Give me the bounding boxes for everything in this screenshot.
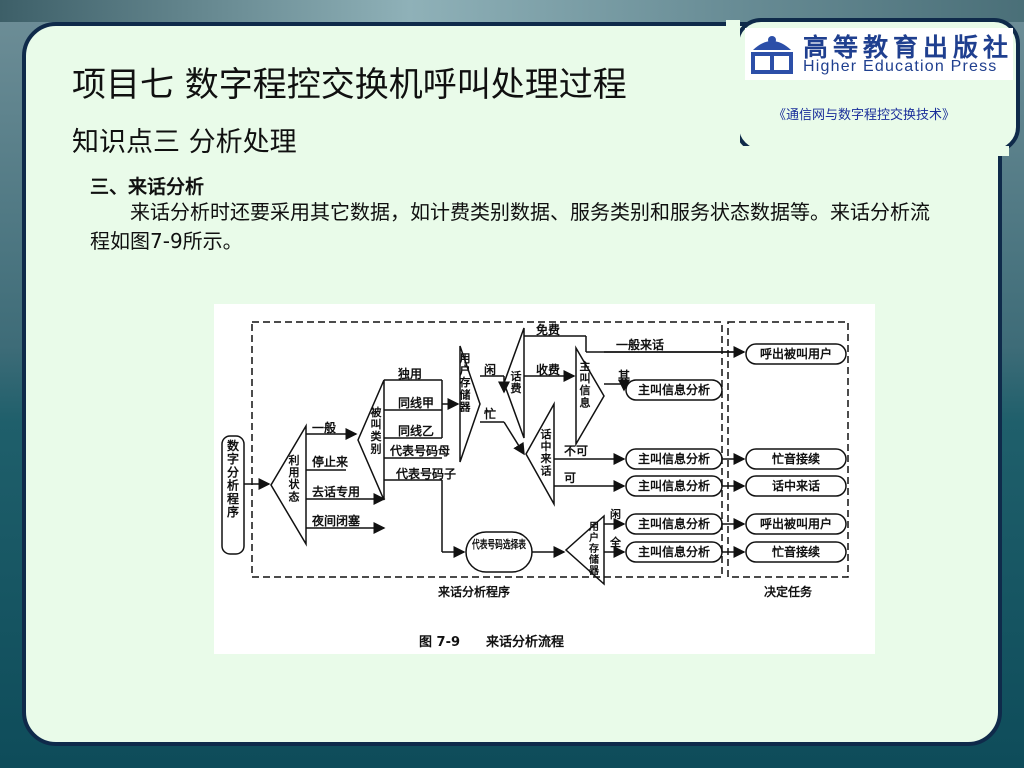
- t5-out-1: 其: [618, 368, 630, 383]
- t4-out-1: 收费: [536, 362, 560, 377]
- book-title: 《通信网与数字程控交换技术》: [773, 108, 956, 123]
- t2-out-0: 独用: [397, 366, 422, 381]
- body-paragraph: 来话分析时还要采用其它数据，如计费类别数据、服务类别和服务状态数据等。来话分析流…: [90, 200, 930, 253]
- slide-title: 项目七 数字程控交换机呼叫处理过程: [72, 65, 627, 105]
- t6-out-1: 可: [564, 471, 576, 485]
- task-label: 忙音接续: [772, 544, 820, 559]
- publisher-logo: 高等教育出版社 Higher Education Press: [745, 28, 1013, 80]
- t1-out-1: 停止来: [312, 454, 349, 469]
- t6-out-0: 不可: [564, 444, 588, 458]
- publisher-emblem-icon: [751, 36, 793, 74]
- triangle-user-store-1: [459, 345, 481, 463]
- task-label: 话中来话: [772, 478, 820, 493]
- analysis-box-label: 主叫信息分析: [638, 478, 710, 493]
- analysis-region-frame: [251, 321, 723, 578]
- t1-out-3: 夜间闭塞: [311, 513, 361, 528]
- t6-label: 话中来话: [540, 427, 553, 477]
- task-label: 呼出被叫用户: [760, 346, 832, 361]
- start-box: [221, 435, 245, 555]
- figure-caption-text: 来话分析流程: [485, 634, 564, 650]
- t4-out-0: 免费: [536, 322, 560, 337]
- t7-label: 用户存储器: [588, 521, 600, 577]
- slide-subtitle: 知识点三 分析处理: [72, 127, 297, 158]
- t3-label: 用户存储器: [459, 352, 472, 413]
- region-left-label: 来话分析程序: [437, 584, 510, 599]
- triangle-user-store-2: [564, 514, 605, 586]
- rep-table-label: 代表号码选择表: [471, 537, 526, 551]
- analysis-box-label: 主叫信息分析: [638, 544, 710, 559]
- t5-out-0: 一般来话: [616, 337, 664, 352]
- t2-out-1: 同线甲: [398, 395, 434, 410]
- t2-out-4: 代表号码子: [395, 466, 456, 481]
- triangle-fee: [503, 327, 525, 439]
- t7-out-0: 闲: [610, 507, 621, 521]
- flowchart: 数字分析程序 利用状态 被叫类别 用户存储器 话费 主叫信息 话中来话 用户存储…: [221, 321, 849, 650]
- analysis-box-label: 主叫信息分析: [638, 382, 710, 397]
- analysis-box-label: 主叫信息分析: [638, 451, 710, 466]
- publisher-name-cn: 高等教育出版社: [803, 33, 1014, 62]
- t7-out-1: 全: [609, 535, 622, 549]
- t2-out-3: 代表号码母: [389, 443, 450, 458]
- t2-out-2: 同线乙: [398, 423, 434, 438]
- t5-label: 主叫信息: [580, 359, 591, 409]
- region-right-label: 决定任务: [764, 584, 813, 599]
- task-region-frame: [727, 321, 849, 578]
- analysis-box-label: 主叫信息分析: [638, 516, 710, 531]
- t4-label: 话费: [511, 369, 522, 395]
- t1-out-0: 一般: [312, 420, 336, 435]
- t1-out-2: 去话专用: [312, 484, 360, 499]
- background-band: [0, 0, 1024, 22]
- figure-caption-number: 图 7-9: [419, 635, 460, 650]
- t3-out-1: 忙: [484, 406, 496, 421]
- triangle-usage-state: [270, 423, 307, 547]
- task-label: 忙音接续: [772, 451, 820, 466]
- incoming-call-analysis-figure: 数字分析程序 利用状态 被叫类别 用户存储器 话费 主叫信息 话中来话 用户存储…: [214, 304, 875, 654]
- t3-out-0: 闲: [484, 363, 496, 377]
- publisher-name-en: Higher Education Press: [803, 58, 998, 75]
- t2-label: 被叫类别: [370, 405, 383, 455]
- task-label: 呼出被叫用户: [760, 516, 832, 531]
- section-heading: 三、来话分析: [90, 176, 205, 198]
- triangle-call-waiting: [525, 401, 555, 507]
- start-label: 数字分析程序: [227, 438, 240, 519]
- t1-label: 利用状态: [289, 453, 301, 503]
- triangle-calling-info: [575, 345, 605, 447]
- triangle-called-category: [357, 379, 385, 501]
